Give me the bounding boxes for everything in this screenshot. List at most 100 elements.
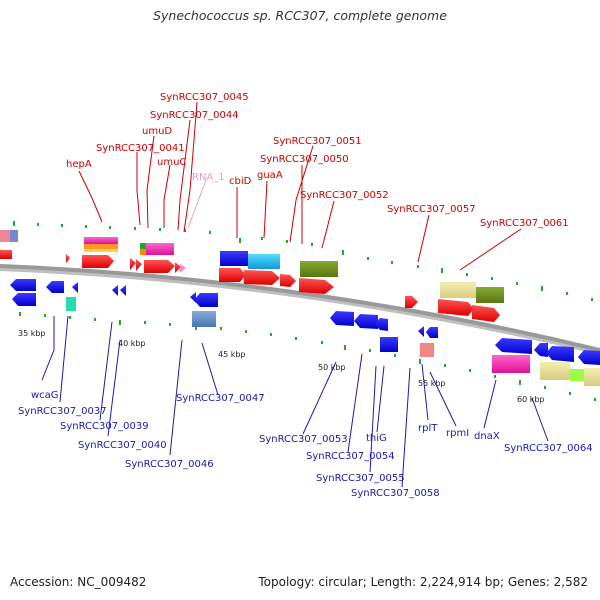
feature-outer[interactable] [140,243,146,249]
label-SynRCC307_0039[interactable]: SynRCC307_0039 [60,421,149,432]
label-SynRCC307_0040[interactable]: SynRCC307_0040 [78,440,167,451]
gene-reverse[interactable] [420,343,434,357]
gene-reverse[interactable] [190,292,196,303]
label-SynRCC307_0045[interactable]: SynRCC307_0045 [160,92,249,103]
inner-ticks [19,312,596,401]
label-umuC[interactable]: umuC [157,157,186,168]
leaders-top [78,101,522,271]
gene-forward[interactable] [280,274,296,287]
gene-reverse[interactable] [380,337,398,352]
gene-reverse[interactable] [495,338,532,354]
gene-reverse[interactable] [330,311,354,326]
gene-reverse[interactable] [375,318,388,331]
label-SynRCC307_0053[interactable]: SynRCC307_0053 [259,434,348,445]
feature-outer[interactable] [84,249,118,252]
feature-outer[interactable] [146,243,174,255]
label-umuD[interactable]: umuD [142,126,172,137]
feature-outer[interactable] [140,249,146,255]
gene-reverse[interactable] [192,311,216,327]
gene-umuC[interactable] [144,260,175,273]
gene-reverse[interactable] [12,293,36,306]
gene-forward[interactable] [66,254,70,263]
label-SynRCC307_0051[interactable]: SynRCC307_0051 [273,136,362,147]
kbp-label-55: 55 kbp [418,379,446,388]
gene-forward[interactable] [219,268,246,282]
kbp-label-50: 50 kbp [318,363,346,372]
gene-forward[interactable] [438,299,474,316]
label-SynRCC307_0037[interactable]: SynRCC307_0037 [18,406,107,417]
label-SynRCC307_0052[interactable]: SynRCC307_0052 [300,190,389,201]
gene-reverse[interactable] [534,343,548,357]
gene-reverse[interactable] [112,285,118,296]
gene-reverse[interactable] [492,355,530,373]
gene-reverse[interactable] [46,281,64,293]
label-thiG[interactable]: thiG [366,433,387,444]
forward-features-outer[interactable] [0,230,504,303]
leader-RNA_1 [187,179,207,229]
gene-reverse[interactable] [120,285,126,296]
label-SynRCC307_0047[interactable]: SynRCC307_0047 [176,393,265,404]
outer-ticks [13,221,593,301]
map-title: Synechococcus sp. RCC307, complete genom… [153,8,447,23]
gene-forward[interactable] [0,250,12,259]
forward-genes[interactable] [0,250,500,322]
feature-outer[interactable] [220,251,248,266]
label-SynRCC307_0058[interactable]: SynRCC307_0058 [351,488,440,499]
kbp-label-45: 45 kbp [218,350,246,359]
label-cbiD[interactable]: cbiD [229,176,252,187]
label-SynRCC307_0046[interactable]: SynRCC307_0046 [125,459,214,470]
gene-reverse[interactable] [570,369,584,381]
label-SynRCC307_0041[interactable]: SynRCC307_0041 [96,143,185,154]
feature-outer[interactable] [248,254,280,269]
label-SynRCC307_0055[interactable]: SynRCC307_0055 [316,473,405,484]
label-dnaX[interactable]: dnaX [474,431,500,442]
label-SynRCC307_0054[interactable]: SynRCC307_0054 [306,451,395,462]
gene-forward[interactable] [175,262,181,273]
gene-reverse[interactable] [426,327,438,338]
accession-text: Accession: NC_009482 [10,575,147,589]
gene-reverse[interactable] [66,297,76,311]
gene-forward[interactable] [472,305,500,322]
feature-outer[interactable] [84,237,118,244]
label-SynRCC307_0044[interactable]: SynRCC307_0044 [150,110,239,121]
gene-forward[interactable] [244,270,280,285]
label-rpmI[interactable]: rpmI [446,428,469,439]
label-guaA[interactable]: guaA [257,170,283,181]
label-SynRCC307_0057[interactable]: SynRCC307_0057 [387,204,476,215]
gene-reverse[interactable] [194,293,218,307]
label-SynRCC307_0061[interactable]: SynRCC307_0061 [480,218,569,229]
reverse-genes[interactable] [10,279,600,386]
feature-outer[interactable] [300,261,338,277]
label-hepA[interactable]: hepA [66,159,92,170]
gene-forward[interactable] [130,258,136,270]
gene-forward[interactable] [136,259,142,271]
topology-text: Topology: circular; Length: 2,224,914 bp… [258,575,588,589]
feature-outer[interactable] [10,230,18,242]
label-SynRCC307_0064[interactable]: SynRCC307_0064 [504,443,593,454]
kbp-label-40: 40 kbp [118,339,146,348]
feature-outer[interactable] [440,282,476,298]
label-wcaG[interactable]: wcaG [31,390,59,401]
gene-reverse[interactable] [584,368,600,386]
gene-forward[interactable] [405,296,418,308]
label-RNA_1[interactable]: RNA_1 [192,172,225,183]
gene-hepA[interactable] [82,255,114,268]
gene-reverse[interactable] [354,314,378,329]
gene-reverse[interactable] [540,362,570,380]
kbp-label-60: 60 kbp [517,395,545,404]
kbp-label-35: 35 kbp [18,329,46,338]
label-SynRCC307_0050[interactable]: SynRCC307_0050 [260,154,349,165]
gene-reverse[interactable] [578,350,600,365]
feature-outer[interactable] [476,287,504,303]
label-rplT[interactable]: rplT [418,423,438,434]
gene-reverse[interactable] [10,279,36,291]
feature-outer[interactable] [84,244,118,249]
gene-reverse[interactable] [72,282,78,293]
gene-reverse[interactable] [546,346,574,362]
gene-reverse[interactable] [418,326,424,337]
leaders-bottom [41,315,549,488]
gene-RNA_1[interactable] [180,264,186,273]
gene-forward[interactable] [299,278,334,294]
